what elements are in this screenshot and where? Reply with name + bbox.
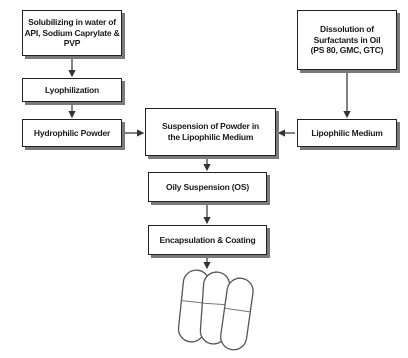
capsule-icon (220, 277, 254, 351)
step-lyophilization-label: Lyophilization (44, 84, 100, 95)
step-dissolution-label: Dissolution of Surfactants in Oil (PS 80… (310, 24, 384, 56)
step-suspension-box: Suspension of Powder in the Lipophilic M… (145, 108, 276, 156)
step-oily-suspension-label: Oily Suspension (OS) (166, 181, 249, 192)
step-encapsulation-box: Encapsulation & Coating (148, 225, 267, 255)
step-hydrophilic-powder-box: Hydrophilic Powder (22, 119, 122, 147)
step-dissolution-box: Dissolution of Surfactants in Oil (PS 80… (297, 10, 397, 70)
step-hydrophilic-powder-label: Hydrophilic Powder (33, 127, 111, 138)
capsules-illustration (177, 269, 254, 351)
step-lipophilic-medium-label: Lipophilic Medium (311, 127, 383, 138)
step-oily-suspension-box: Oily Suspension (OS) (148, 172, 267, 202)
step-solubilizing-box: Solubilizing in water of API, Sodium Cap… (22, 10, 122, 56)
step-suspension-label: Suspension of Powder in the Lipophilic M… (162, 121, 259, 142)
step-lipophilic-medium-box: Lipophilic Medium (297, 119, 397, 147)
step-encapsulation-label: Encapsulation & Coating (159, 234, 256, 245)
step-solubilizing-label: Solubilizing in water of API, Sodium Cap… (24, 17, 120, 49)
step-lyophilization-box: Lyophilization (22, 78, 122, 102)
